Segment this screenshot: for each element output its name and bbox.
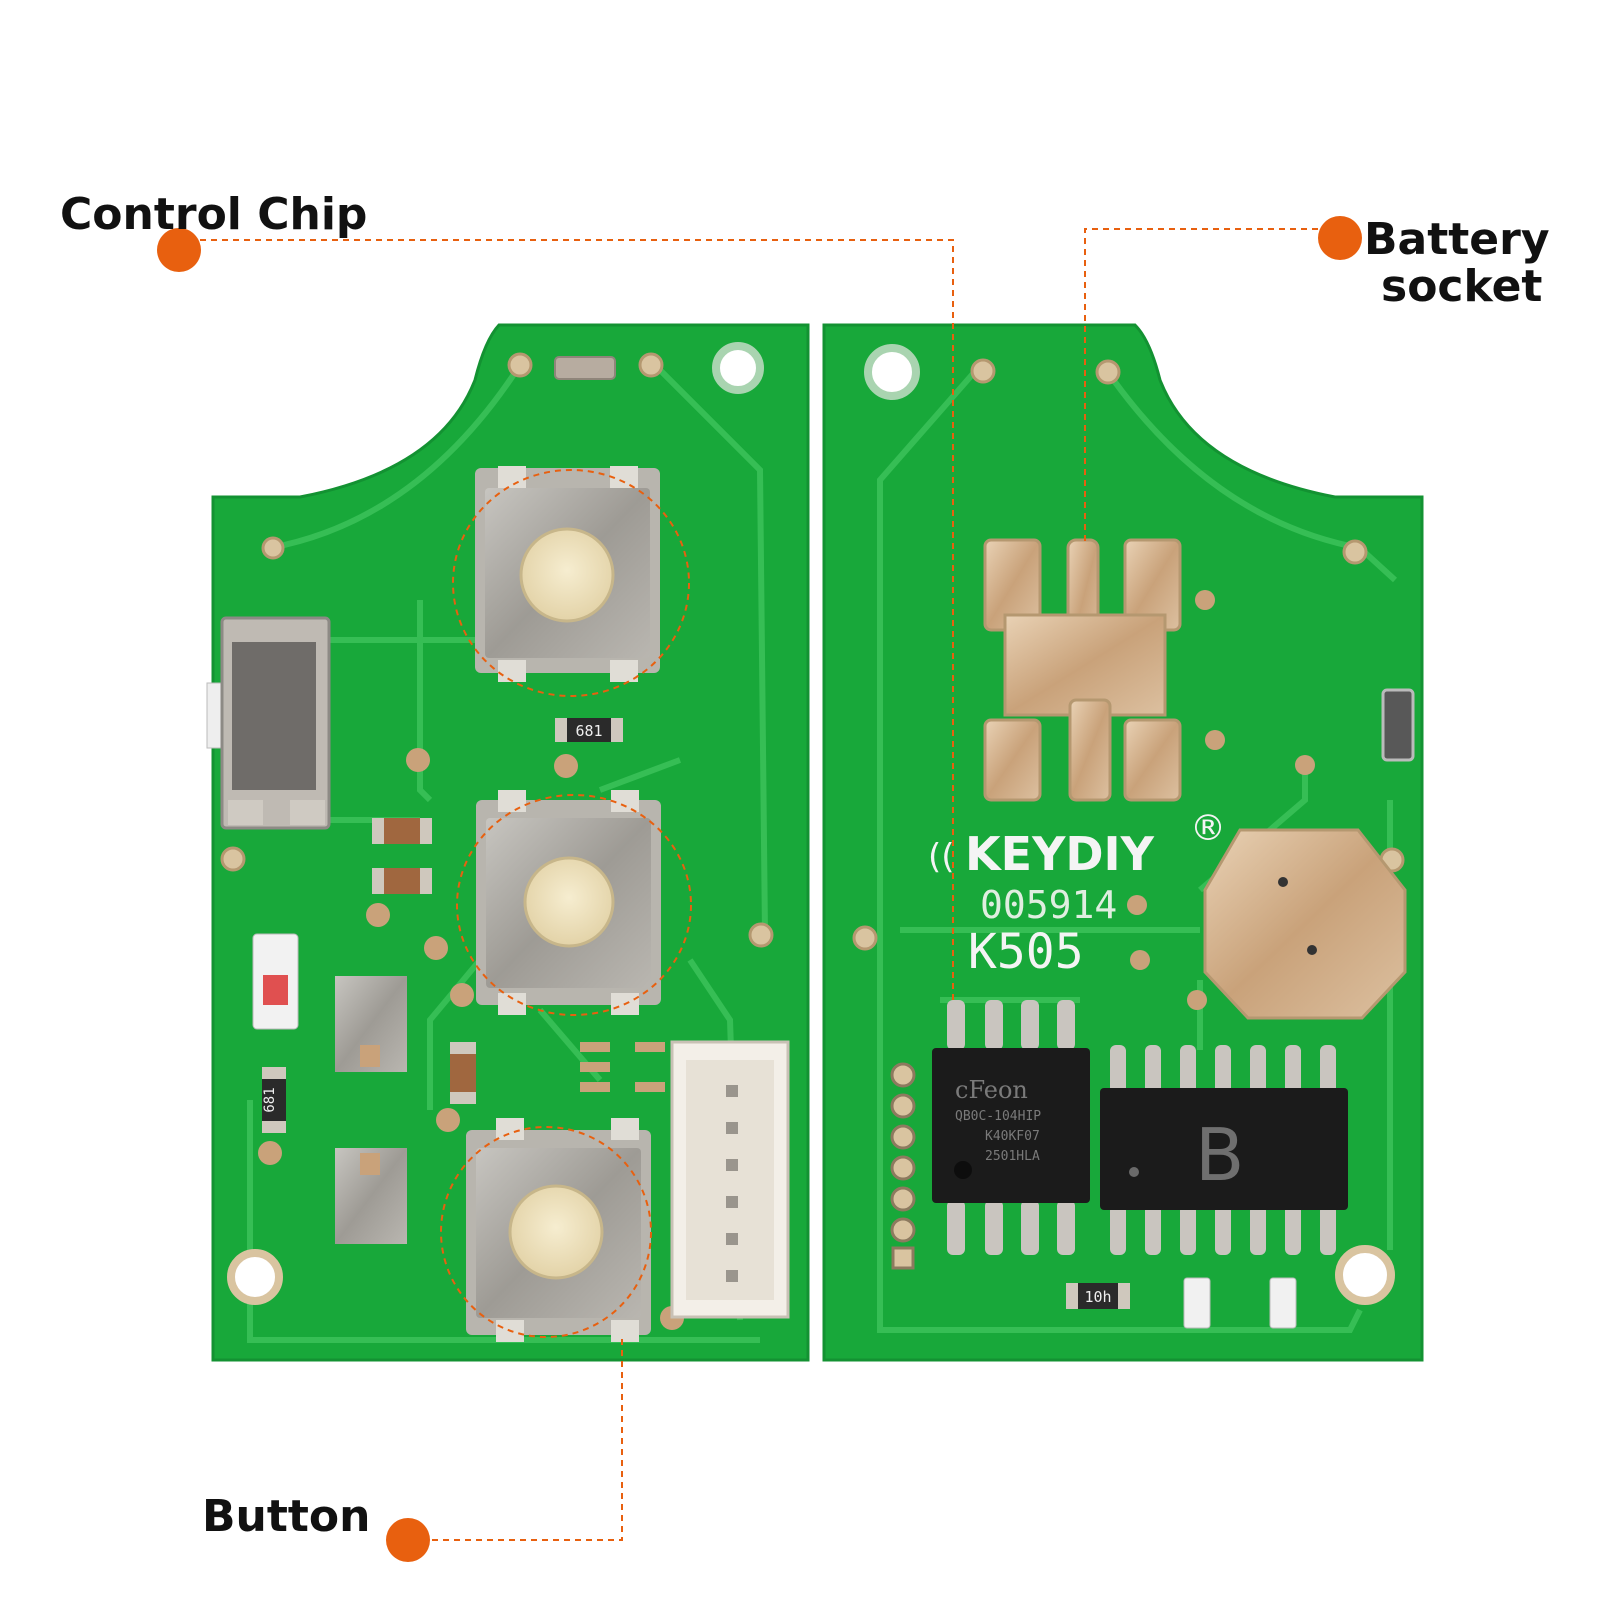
battery-socket-label-line1: Battery [1364, 214, 1550, 265]
side-switch [206, 616, 331, 830]
led [252, 933, 299, 1030]
battery-socket-dot [1318, 216, 1362, 260]
capacitor-d [1183, 1277, 1211, 1329]
brand-text: KEYDIY [965, 827, 1155, 881]
resistor-681-b-label: 681 [262, 1087, 278, 1112]
chip-line-1: QB0C-104HIP [955, 1109, 1041, 1124]
resistor-681-b: 681 [262, 1067, 286, 1133]
keydiy-logo: (( KEYDIY ® 005914 K505 [928, 808, 1226, 980]
tactile-button-3 [466, 1118, 651, 1342]
rf-chip-mark: B [1195, 1113, 1244, 1197]
pad-square-b [335, 1148, 407, 1244]
resistor-681-a: 681 [555, 718, 623, 742]
antenna-pad [1203, 828, 1407, 1020]
tactile-button-2 [476, 790, 661, 1015]
chip-brand: cFeon [955, 1076, 1028, 1104]
battery-socket-label-line2: socket [1381, 261, 1543, 312]
rf-chip: B [1100, 1088, 1348, 1210]
registered-mark: ® [1190, 808, 1226, 849]
capacitor-c [450, 1042, 476, 1104]
capacitor-e [1269, 1277, 1297, 1329]
mount-hole-right [864, 344, 920, 400]
svg-text:((: (( [928, 837, 955, 877]
serial-number: 005914 [980, 883, 1117, 927]
mount-hole-bottom-left [227, 1249, 283, 1305]
battery-socket-leader [1084, 228, 1340, 545]
resistor-10h: 10h [1066, 1283, 1130, 1309]
pin-header [670, 1040, 790, 1319]
mount-hole [712, 342, 764, 394]
button-highlight-3 [440, 1126, 652, 1338]
resistor-681-a-label: 681 [575, 722, 602, 740]
button-leader [410, 1335, 623, 1541]
button-label: Button [202, 1491, 371, 1542]
capacitor-a [372, 818, 432, 844]
control-chip-leader [178, 239, 954, 1000]
left-board: 681 681 [206, 323, 810, 1362]
button-highlight-1 [452, 469, 690, 697]
battery-contact [983, 538, 1182, 802]
chip-line-2: K40KF07 [985, 1129, 1040, 1144]
capacitor-b [372, 868, 432, 894]
button-dot [386, 1518, 430, 1562]
control-chip: cFeon QB0C-104HIP K40KF07 2501HLA [932, 1048, 1090, 1203]
right-board: (( KEYDIY ® 005914 K505 [822, 323, 1424, 1362]
chip-line-3: 2501HLA [985, 1149, 1040, 1164]
tactile-button-1 [475, 466, 660, 682]
model-number: K505 [968, 924, 1084, 980]
mount-hole-bottom-right [1335, 1245, 1395, 1305]
control-chip-label: Control Chip [60, 189, 368, 240]
pad-square-a [335, 976, 407, 1072]
resistor-10h-label: 10h [1084, 1288, 1111, 1306]
control-chip-dot [157, 228, 201, 272]
button-highlight-2 [456, 794, 692, 1016]
